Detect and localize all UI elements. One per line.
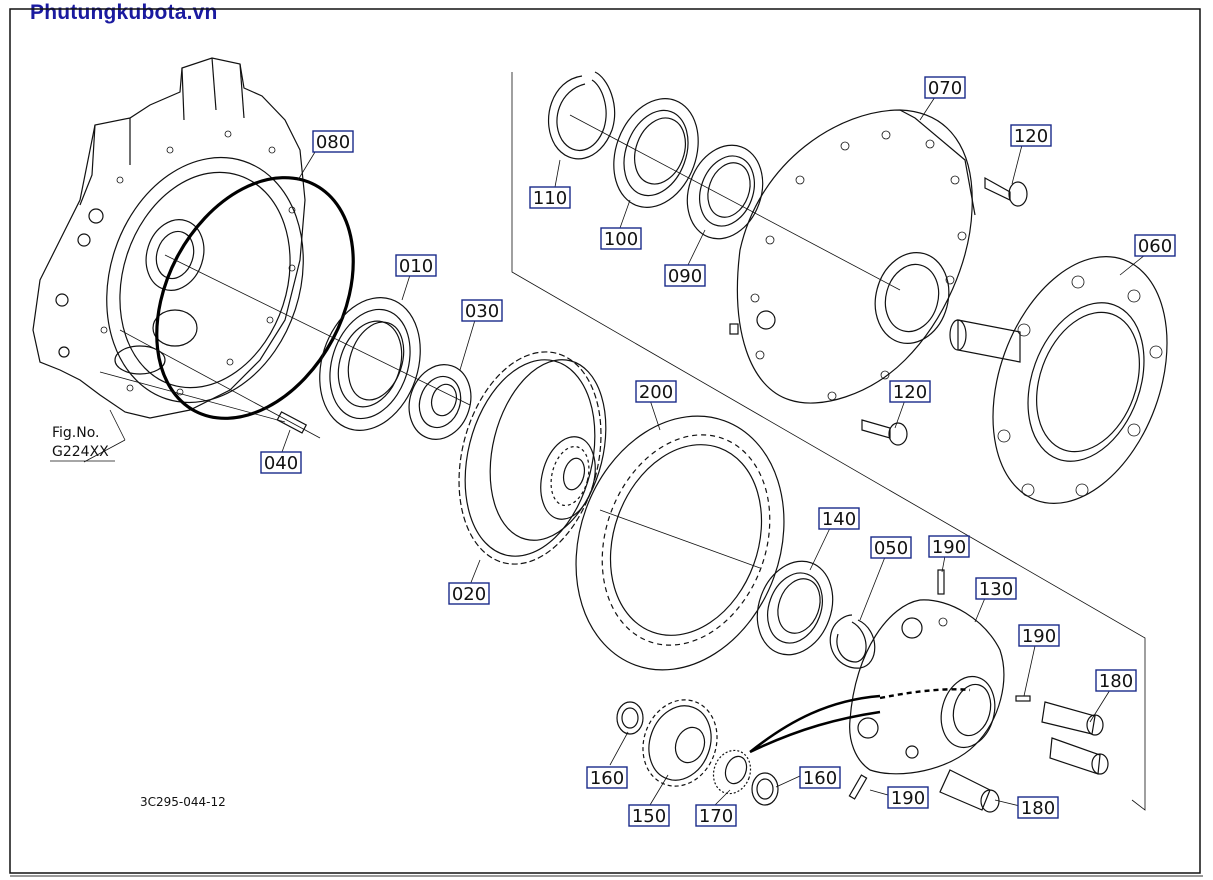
part-number-text: 170 (699, 806, 733, 827)
fig-no-label: Fig.No. (52, 425, 100, 441)
gear-cover-part (729, 109, 976, 404)
part-number-text: 110 (533, 188, 567, 209)
part-label-090: 090 (664, 264, 706, 287)
part-label-120-top: 120 (1010, 124, 1052, 147)
part-label-060: 060 (1134, 234, 1176, 257)
planet-gear-part (642, 699, 718, 787)
part-number-text: 120 (893, 382, 927, 403)
pin-axis-line (119, 329, 321, 439)
planet-shaft-part (939, 701, 1109, 813)
carrier-dashed-outline (879, 688, 971, 700)
part-label-160-left: 160 (586, 766, 628, 789)
part-label-130: 130 (975, 577, 1017, 600)
part-number-text: 190 (891, 788, 925, 809)
drawing-code: 3C295-044-12 (140, 795, 226, 809)
part-number-text: 060 (1138, 236, 1172, 257)
part-number-text: 190 (932, 537, 966, 558)
part-number-text: 040 (264, 453, 298, 474)
cover-bolt-top-part (984, 176, 1028, 207)
oil-seal-part (686, 144, 764, 240)
part-label-100: 100 (600, 227, 642, 250)
part-number-text: 180 (1021, 798, 1055, 819)
part-label-180-bottom: 180 (1017, 796, 1059, 819)
snap-ring-part (829, 614, 876, 669)
part-number-text: 160 (803, 768, 837, 789)
ring-gear-axis (599, 509, 761, 569)
bull-gear-part (458, 351, 607, 565)
circlip-part (547, 71, 616, 160)
part-label-200: 200 (635, 380, 677, 403)
part-number-text: 200 (639, 382, 673, 403)
part-number-text: 100 (604, 229, 638, 250)
part-label-020: 020 (448, 582, 490, 605)
cover-bolt-bottom-part (861, 419, 908, 446)
needle-bearing-part (712, 749, 752, 795)
diagram-frame (9, 8, 1201, 874)
upper-axis-line (569, 114, 901, 291)
part-number-text: 090 (668, 266, 702, 287)
part-label-120-bottom: 120 (889, 380, 931, 403)
part-label-180-top: 180 (1095, 669, 1137, 692)
axle-flange-part (949, 256, 1168, 504)
planet-carrier-part (849, 599, 1005, 775)
large-bearing-part (319, 297, 421, 431)
part-label-040: 040 (260, 451, 302, 474)
needle-bearing-leader-curves (749, 694, 881, 754)
leader-lines (83, 96, 1146, 807)
o-ring-part (155, 176, 355, 420)
main-axis-line (164, 254, 471, 406)
assembly-plane-outline (511, 72, 1146, 811)
roll-pin-right-part (1015, 695, 1031, 702)
part-number-text: 140 (822, 509, 856, 530)
part-number-text: 160 (590, 768, 624, 789)
part-number-text: 120 (1014, 126, 1048, 147)
part-label-010: 010 (395, 254, 437, 277)
part-number-text: 180 (1099, 671, 1133, 692)
part-label-030: 030 (461, 299, 503, 322)
part-number-text: 050 (874, 538, 908, 559)
part-label-170: 170 (695, 804, 737, 827)
part-number-text: 130 (979, 579, 1013, 600)
fig-no-value: G224XX (52, 444, 109, 460)
small-bearing-part (408, 364, 472, 440)
roll-pin-top-part (937, 569, 945, 595)
roll-pin-bottom-part (848, 774, 868, 800)
part-label-070: 070 (924, 76, 966, 99)
part-label-190-right: 190 (1018, 624, 1060, 647)
part-label-110: 110 (529, 186, 571, 209)
ring-gear-part (575, 415, 785, 671)
part-number-text: 010 (399, 256, 433, 277)
pin-axis-bottom (99, 371, 286, 423)
part-number-text: 150 (632, 806, 666, 827)
site-watermark: Phutungkubota.vn (30, 1, 218, 24)
part-number-text: 020 (452, 584, 486, 605)
output-bearing-part (756, 560, 834, 656)
part-number-text: 070 (928, 78, 962, 99)
thrust-washer-left-part (616, 701, 644, 735)
part-label-080: 080 (312, 130, 354, 153)
part-label-190-bottom: 190 (887, 786, 929, 809)
thrust-washer-right-part (751, 772, 779, 806)
part-label-050: 050 (870, 536, 912, 559)
part-label-160-right: 160 (799, 766, 841, 789)
part-label-190-top: 190 (928, 535, 970, 558)
part-number-text: 190 (1022, 626, 1056, 647)
part-label-140: 140 (818, 507, 860, 530)
part-number-text: 080 (316, 132, 350, 153)
part-label-150: 150 (628, 804, 670, 827)
pilot-bearing-part (613, 98, 699, 208)
pin-part (276, 411, 308, 434)
part-number-text: 030 (465, 301, 499, 322)
